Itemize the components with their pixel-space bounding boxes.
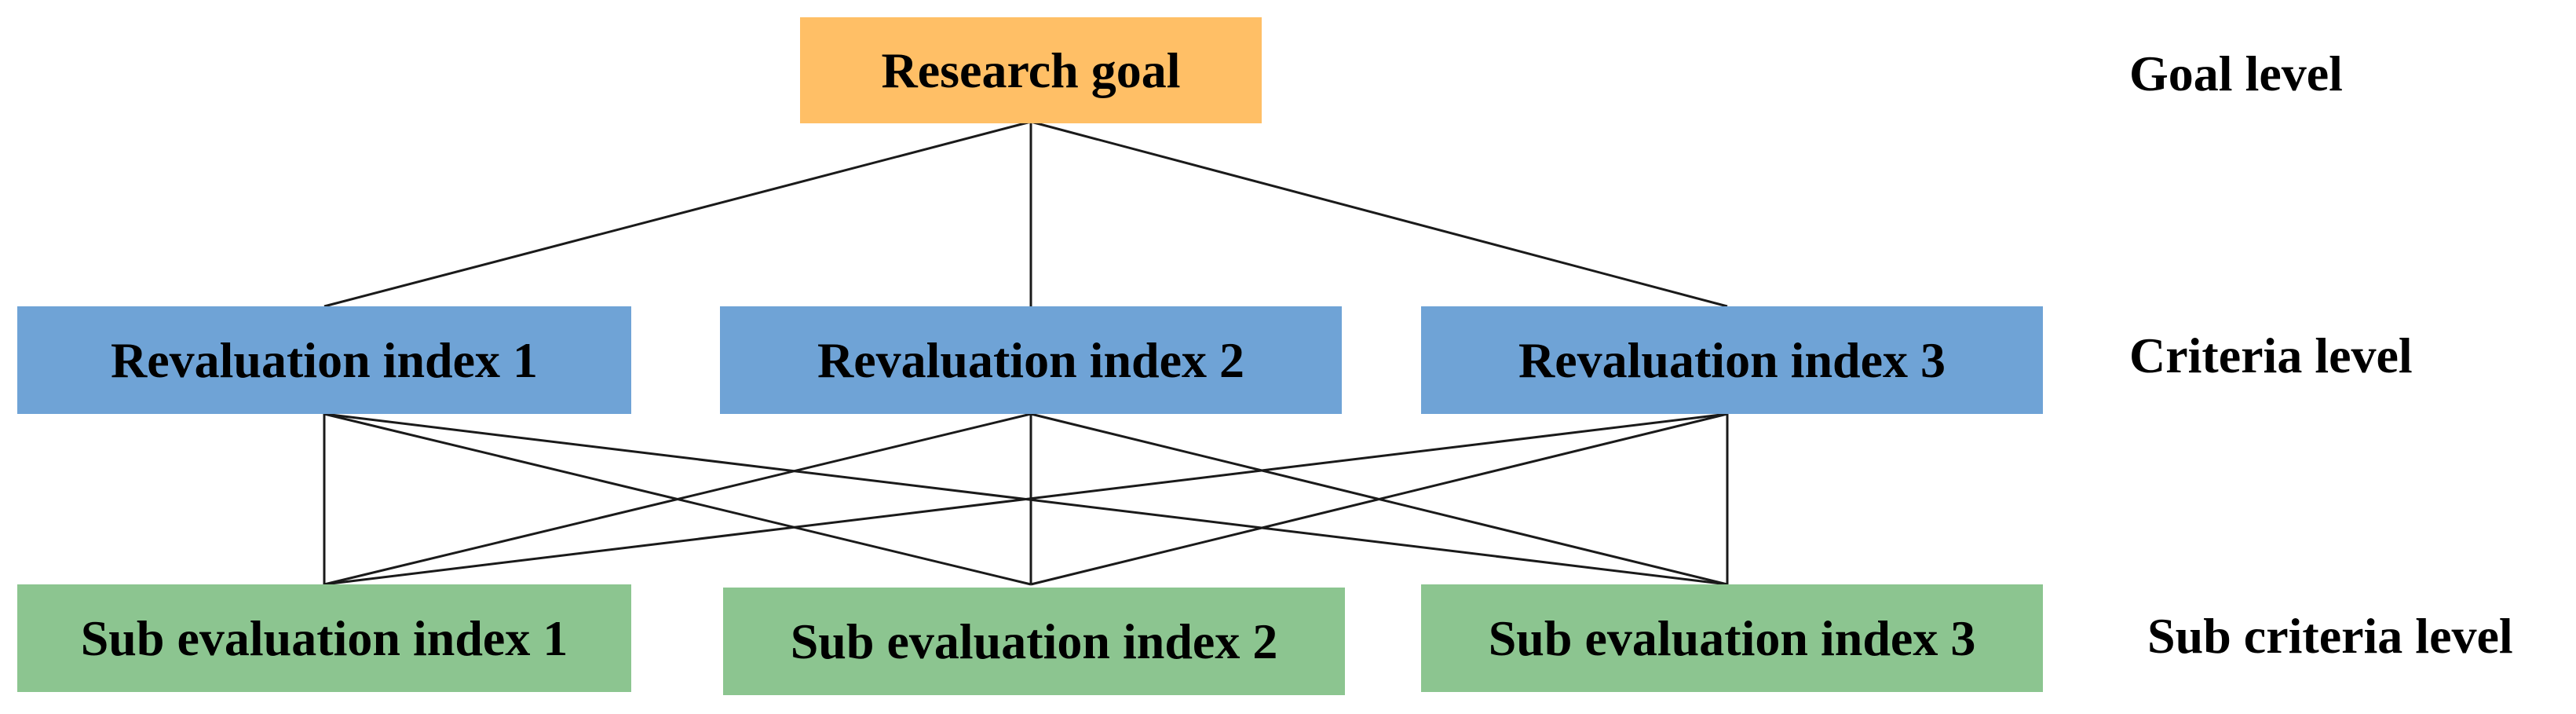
connector-goal-criteria-1 bbox=[323, 120, 1032, 308]
criteria-node-3-label: Revaluation index 3 bbox=[1518, 331, 1946, 388]
sub-criteria-node-2: Sub evaluation index 2 bbox=[723, 588, 1345, 695]
connector-criteria3-sub2 bbox=[1030, 412, 1728, 586]
criteria-node-1-label: Revaluation index 1 bbox=[110, 331, 539, 388]
criteria-node-3: Revaluation index 3 bbox=[1421, 306, 2043, 414]
level-label-sub-criteria: Sub criteria level bbox=[2147, 608, 2513, 664]
connector-criteria3-sub1 bbox=[323, 412, 1728, 586]
criteria-node-2-label: Revaluation index 2 bbox=[817, 331, 1245, 388]
sub-criteria-node-2-label: Sub evaluation index 2 bbox=[790, 613, 1278, 669]
level-label-goal: Goal level bbox=[2129, 46, 2343, 101]
sub-criteria-node-1-label: Sub evaluation index 1 bbox=[80, 610, 568, 666]
connector-criteria2-sub1 bbox=[323, 412, 1032, 586]
criteria-node-1: Revaluation index 1 bbox=[17, 306, 631, 414]
goal-node-label: Research goal bbox=[881, 42, 1181, 98]
sub-criteria-node-3: Sub evaluation index 3 bbox=[1421, 584, 2043, 692]
level-label-criteria: Criteria level bbox=[2129, 328, 2413, 383]
goal-node: Research goal bbox=[800, 17, 1262, 123]
sub-criteria-node-3-label: Sub evaluation index 3 bbox=[1488, 610, 1976, 666]
criteria-node-2: Revaluation index 2 bbox=[720, 306, 1342, 414]
connector-goal-criteria-3 bbox=[1030, 120, 1728, 308]
sub-criteria-node-1: Sub evaluation index 1 bbox=[17, 584, 631, 692]
